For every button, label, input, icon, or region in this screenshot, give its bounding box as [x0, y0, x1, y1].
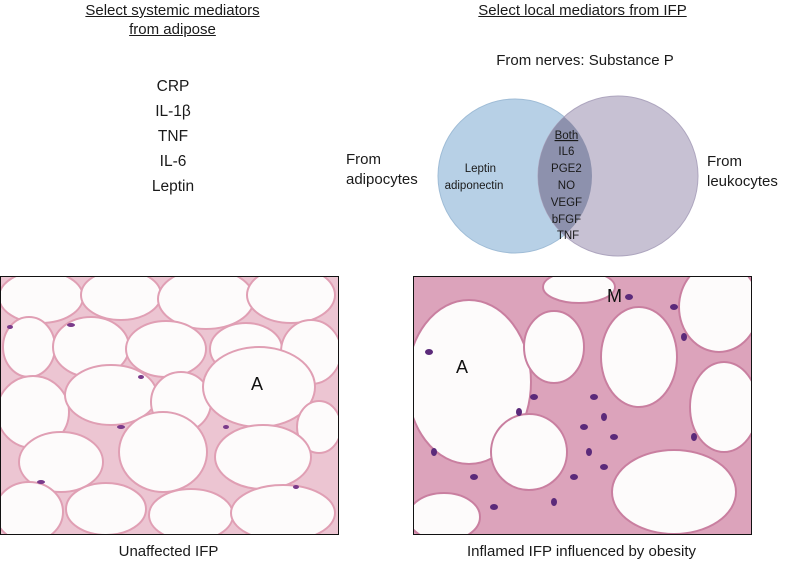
nerves-label: From nerves: Substance P: [496, 52, 674, 69]
venn-left-item-1: Leptin: [465, 163, 496, 175]
venn-diagram: Leptin adiponectin Both IL6 PGE2 NO VEGF…: [437, 95, 699, 257]
mediator-tnf: TNF: [157, 128, 189, 145]
venn-left-label-line2: adipocytes: [346, 171, 418, 188]
svg-text:Both IL6 PGE2 NO: Both IL6 PGE2 NO VEGF bFGF TNF: [551, 130, 586, 242]
inflamed-tissue-image: A M: [414, 277, 751, 534]
mediator-il1b: IL-1β: [155, 103, 191, 120]
venn-both-item-2: PGE2: [551, 163, 582, 175]
venn-both-header: Both: [555, 130, 579, 142]
mediator-crp: CRP: [156, 78, 190, 95]
venn-both-item-1: IL6: [558, 146, 574, 158]
systemic-mediator-list: CRP IL-1β TNF IL-6 Leptin: [123, 74, 223, 199]
svg-text:Leptin adiponectin: Leptin adiponectin: [445, 163, 504, 192]
venn-both-item-5: bFGF: [552, 214, 581, 226]
venn-both-item-3: NO: [558, 180, 575, 192]
venn-left-label-line1: From: [346, 151, 381, 168]
local-heading-text: Select local mediators from IFP: [478, 2, 687, 19]
panel-marker-adipocyte-inflamed: A: [456, 357, 468, 377]
systemic-mediators-heading: Select systemic mediators from adipose: [40, 1, 305, 39]
venn-right-label-line1: From: [707, 153, 742, 170]
venn-right-label-line2: leukocytes: [707, 173, 778, 190]
mediator-il6: IL-6: [159, 153, 187, 170]
venn-overlap: [538, 99, 592, 253]
venn-both-item-4: VEGF: [551, 197, 582, 209]
systemic-heading-line2: from adipose: [129, 21, 216, 38]
caption-unaffected: Unaffected IFP: [118, 543, 219, 560]
panel-marker-adipocyte: A: [251, 374, 263, 394]
caption-inflamed: Inflamed IFP influenced by obesity: [466, 543, 697, 560]
systemic-heading-line1: Select systemic mediators: [85, 2, 260, 19]
panel-marker-macrophage: M: [607, 286, 622, 306]
venn-left-label: From adipocytes: [346, 150, 446, 190]
mediator-leptin: Leptin: [151, 178, 195, 195]
local-mediators-heading: Select local mediators from IFP: [430, 1, 735, 20]
adipose-tissue-image: A: [1, 277, 338, 534]
venn-left-item-2: adiponectin: [445, 180, 504, 192]
histology-panel-unaffected: A: [0, 276, 339, 535]
venn-right-label: From leukocytes: [707, 152, 787, 192]
histology-panel-inflamed: A M: [413, 276, 752, 535]
venn-both-item-6: TNF: [557, 230, 579, 242]
